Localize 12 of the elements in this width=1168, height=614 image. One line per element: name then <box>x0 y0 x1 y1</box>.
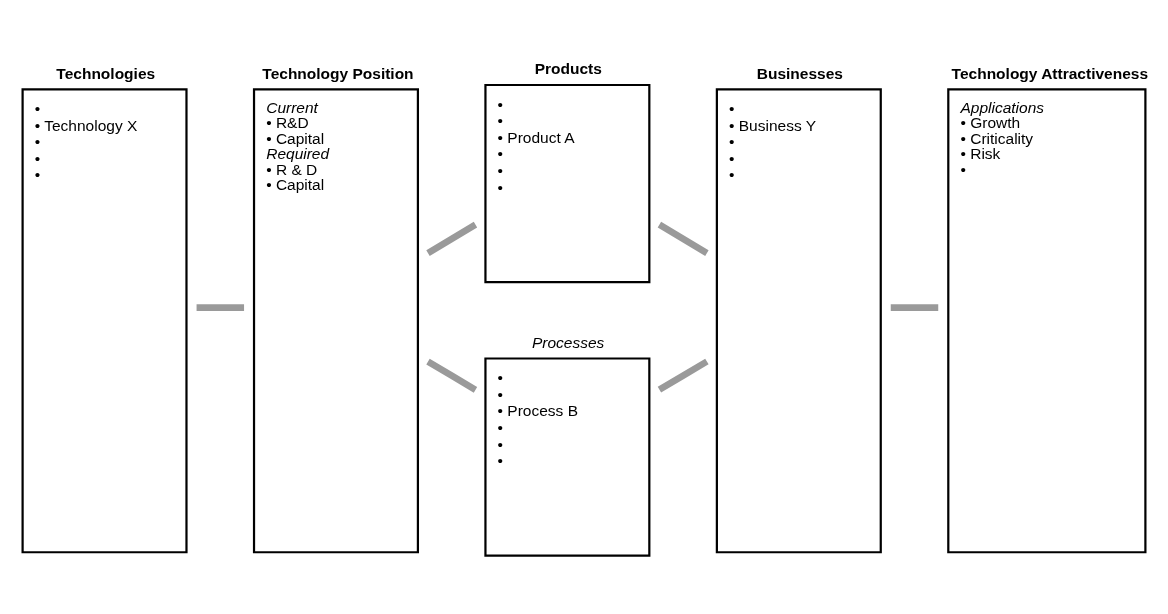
connector <box>426 358 478 393</box>
connector <box>196 304 245 311</box>
node-label: Processes <box>531 333 605 351</box>
connector <box>657 358 709 393</box>
connector <box>426 221 478 256</box>
connector <box>657 221 709 256</box>
node-label: Technologies <box>56 64 156 82</box>
node-label: Products <box>534 60 602 78</box>
node-label: Technology Position <box>262 64 414 82</box>
connector <box>890 304 939 311</box>
node-label: Businesses <box>756 64 843 82</box>
node-label: Technology Attractiveness <box>951 64 1149 82</box>
